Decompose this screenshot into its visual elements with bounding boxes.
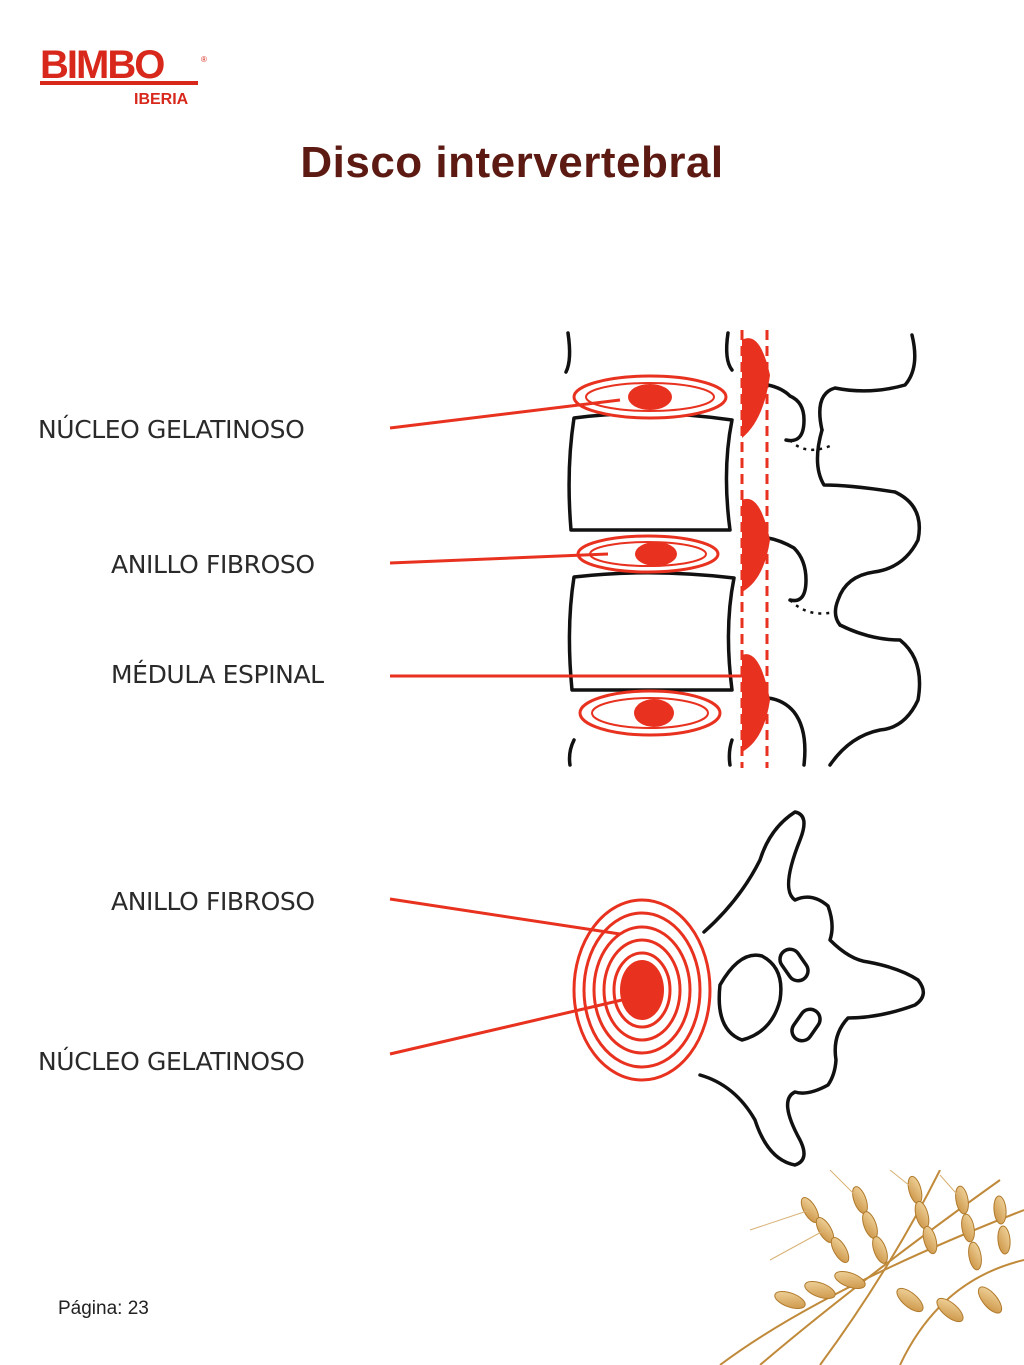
disc-side-2: [576, 534, 720, 574]
leader-top-anillo: [389, 897, 621, 936]
spinal-cord: [740, 330, 770, 768]
facet-joint-1: [766, 383, 806, 443]
vertebra-top-right-edge: [724, 331, 734, 372]
facet-joint-3: [766, 696, 807, 767]
page-title: Disco intervertebral: [300, 138, 724, 187]
vertebra-arch: [698, 810, 925, 1167]
registered-mark: ®: [201, 55, 207, 64]
label-top-anillo: ANILLO FIBROSO: [111, 887, 315, 916]
vertebra-top-left-edge: [564, 331, 572, 374]
leader-side-anillo: [389, 552, 609, 565]
logo-sub-text: IBERIA: [134, 91, 189, 108]
posterior-process-1: [815, 428, 921, 627]
facet-oval-2: [790, 1007, 822, 1043]
leader-lines: [389, 398, 742, 1056]
vertebra-bottom-right-edge: [727, 738, 734, 767]
nucleus-top-view: [620, 960, 664, 1020]
vertebral-foramen: [717, 953, 783, 1042]
posterior-process-2: [828, 623, 922, 767]
label-side-anillo: ANILLO FIBROSO: [111, 550, 315, 579]
leader-top-nucleo: [389, 998, 623, 1056]
leader-side-nucleo: [389, 398, 621, 430]
label-top-nucleo: NÚCLEO GELATINOSO: [38, 1046, 304, 1076]
dotted-contours: [789, 439, 835, 615]
disc-side-3: [578, 689, 722, 737]
wheat-image: [700, 1170, 1024, 1365]
page-number: Página: 23: [58, 1298, 149, 1319]
label-side-medula: MÉDULA ESPINAL: [111, 660, 324, 689]
vertebral-body-1: [567, 411, 734, 532]
vertebra-bottom-left-edge: [567, 738, 576, 767]
bimbo-logo: BIMBO ® IBERIA: [40, 42, 210, 112]
label-side-nucleo: NÚCLEO GELATINOSO: [38, 414, 304, 444]
posterior-process-top: [818, 333, 917, 432]
vertebra-top-view: [698, 810, 925, 1167]
facet-oval-1: [778, 947, 810, 983]
disc-side-1: [572, 374, 728, 420]
facet-joint-2: [766, 536, 808, 603]
logo-brand-text: BIMBO: [40, 43, 164, 87]
disc-top-view: [572, 898, 712, 1082]
vertebral-body-2: [567, 570, 736, 692]
logo-underline: [40, 81, 198, 85]
